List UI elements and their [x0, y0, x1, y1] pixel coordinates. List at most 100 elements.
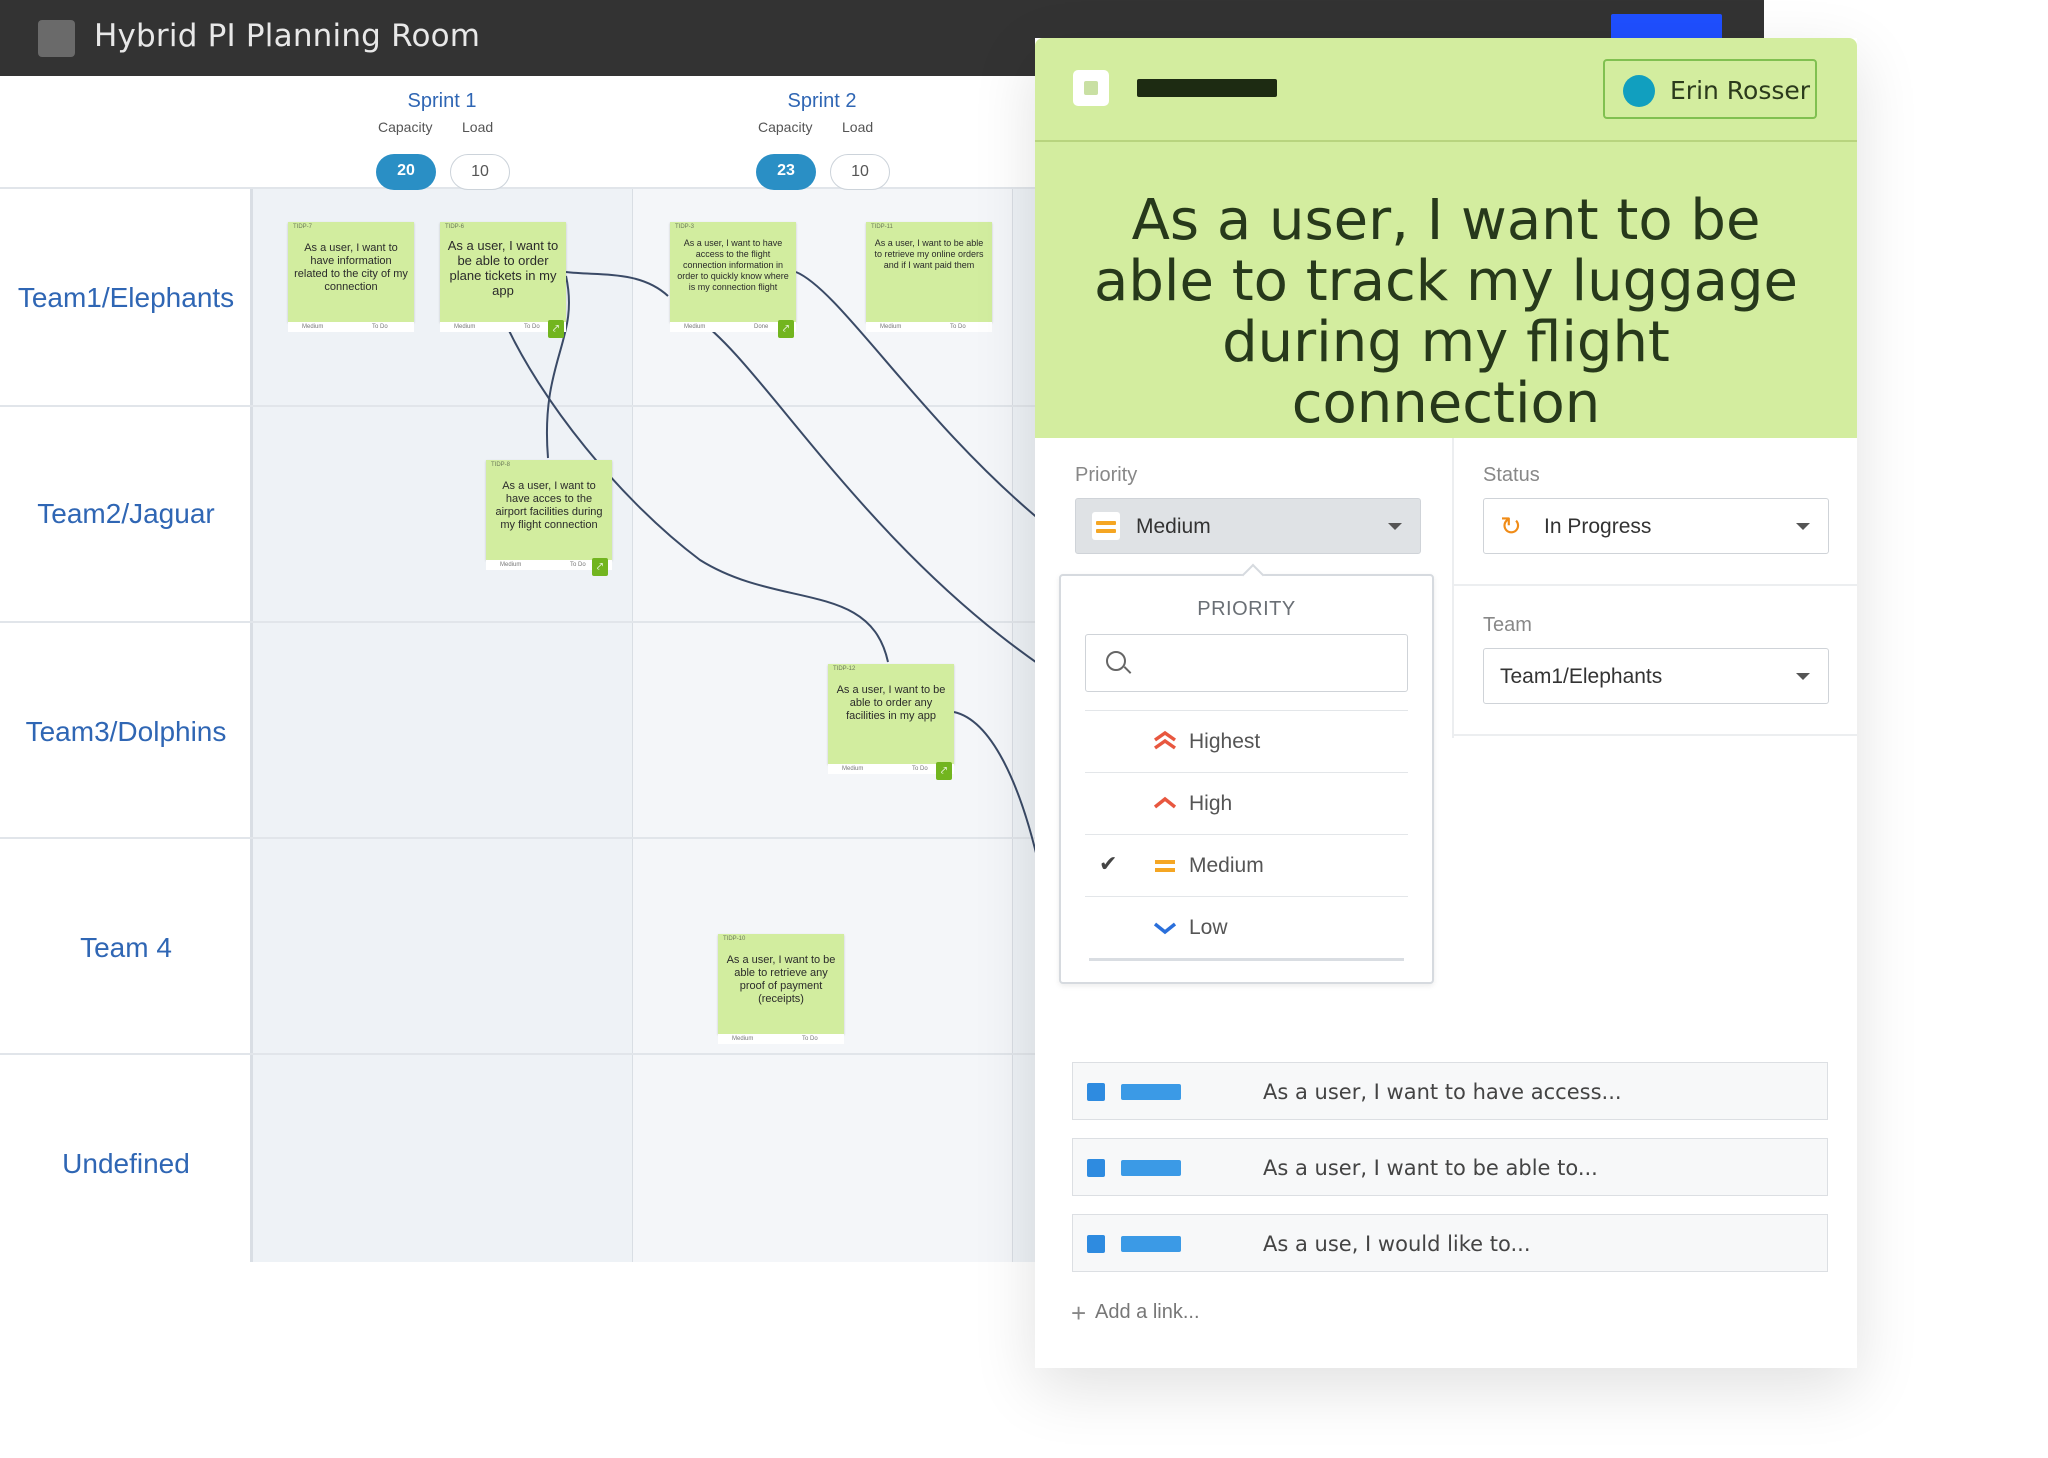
team-label: Team — [1483, 614, 1532, 636]
assignee-name: Erin Rosser — [1670, 76, 1811, 105]
chevron-down-icon — [1796, 673, 1810, 680]
team-select[interactable]: Team1/Elephants — [1483, 648, 1829, 704]
story-card[interactable]: TIDP-7 As a user, I want to have informa… — [288, 222, 414, 332]
add-link-label: Add a link... — [1095, 1301, 1200, 1323]
team-label[interactable]: Team2/Jaguar — [37, 498, 215, 529]
dropdown-scrollbar[interactable] — [1089, 958, 1404, 961]
load-pill: 10 — [830, 154, 890, 190]
card-text: As a user, I want to be able to retrieve… — [726, 954, 836, 1005]
dependency-line — [795, 271, 1041, 521]
team-label[interactable]: Team3/Dolphins — [25, 716, 227, 747]
linked-issue-row[interactable]: As a use, I would like to... — [1072, 1214, 1828, 1272]
capacity-pill[interactable]: 20 — [376, 154, 436, 190]
card-text: As a user, I want to be able to retrieve… — [874, 238, 984, 270]
link-icon[interactable]: ⤤ — [778, 320, 794, 338]
dependency-lines — [503, 271, 1041, 871]
chevron-down-icon — [1388, 523, 1402, 530]
panel-header: Erin Rosser As a user, I want to be able… — [1035, 38, 1857, 438]
search-icon — [1106, 651, 1126, 671]
card-text: As a user, I want to be able to order pl… — [447, 238, 559, 298]
row-divider — [0, 405, 1764, 407]
team-label[interactable]: Undefined — [62, 1148, 190, 1179]
story-card[interactable]: TIDP-3 As a user, I want to have access … — [670, 222, 796, 332]
story-card[interactable]: TIDP-8 As a user, I want to have acces t… — [486, 460, 612, 570]
row-divider — [0, 621, 1764, 623]
issue-key-bar — [1121, 1084, 1181, 1100]
option-label: Low — [1189, 916, 1228, 939]
story-card[interactable]: TIDP-10 As a user, I want to be able to … — [718, 934, 844, 1044]
field-divider — [1452, 584, 1857, 586]
status-select[interactable]: ↻ In Progress — [1483, 498, 1829, 554]
card-text: As a user, I want to have information re… — [294, 242, 408, 293]
card-status: To Do — [570, 562, 586, 568]
card-footer: Medium To Do — [440, 322, 566, 332]
card-priority: Medium — [880, 324, 902, 330]
linked-issue-row[interactable]: As a user, I want to have access... — [1072, 1062, 1828, 1120]
card-id: TIDP-8 — [491, 462, 511, 468]
card-status: To Do — [950, 324, 966, 330]
priority-option-medium[interactable]: ✔ Medium — [1085, 834, 1408, 896]
linked-issue-summary: As a user, I want to have access... — [1263, 1080, 1622, 1104]
linked-issue-summary: As a use, I would like to... — [1263, 1232, 1531, 1256]
capacity-label: Capacity — [758, 119, 813, 135]
card-status: To Do — [524, 324, 540, 330]
priority-search-input[interactable] — [1085, 634, 1408, 692]
priority-value: Medium — [1136, 515, 1211, 538]
dropdown-pointer — [1241, 563, 1265, 587]
option-label: Highest — [1189, 730, 1261, 753]
team-label[interactable]: Team 4 — [80, 932, 172, 963]
sprint-name[interactable]: Sprint 1 — [407, 90, 477, 112]
link-icon[interactable]: ⤤ — [548, 320, 564, 338]
field-divider — [1452, 438, 1454, 738]
story-title[interactable]: As a user, I want to be able to track my… — [1094, 188, 1798, 436]
card-text: As a user, I want to be able to order an… — [836, 684, 946, 722]
avatar — [1623, 75, 1655, 107]
equals-icon — [1155, 860, 1175, 872]
dependency-line — [953, 711, 1041, 871]
in-progress-icon: ↻ — [1500, 511, 1522, 541]
select-checkbox[interactable] — [1073, 70, 1109, 106]
priority-option-high[interactable]: High — [1085, 772, 1408, 834]
linked-issue-row[interactable]: As a user, I want to be able to... — [1072, 1138, 1828, 1196]
option-label: Medium — [1189, 854, 1264, 877]
story-card[interactable]: TIDP-6 As a user, I want to be able to o… — [440, 222, 566, 332]
card-status: Done — [754, 324, 769, 330]
card-priority: Medium — [500, 562, 522, 568]
link-icon[interactable]: ⤤ — [936, 762, 952, 780]
card-footer: Medium To Do — [486, 560, 612, 570]
card-id: TIDP-3 — [675, 224, 695, 230]
team-label[interactable]: Team1/Elephants — [17, 282, 235, 313]
priority-option-highest[interactable]: Highest — [1085, 710, 1408, 772]
dropdown-title: PRIORITY — [1197, 598, 1296, 620]
card-text: As a user, I want to have access to the … — [677, 238, 789, 292]
priority-dropdown: PRIORITY Highest High ✔ Medium — [1059, 563, 1434, 984]
card-id: TIDP-7 — [293, 224, 313, 230]
sprint-header: Sprint 2 Capacity Load 23 10 — [632, 90, 1012, 190]
dependency-line — [546, 275, 570, 459]
chevron-up-icon — [1153, 796, 1177, 809]
story-card[interactable]: TIDP-11 As a user, I want to be able to … — [866, 222, 992, 332]
card-footer: Medium To Do — [866, 322, 992, 332]
card-priority: Medium — [454, 324, 476, 330]
card-status: To Do — [912, 766, 928, 772]
issue-type-icon — [1087, 1083, 1105, 1101]
card-id: TIDP-6 — [445, 224, 465, 230]
priority-select[interactable]: Medium — [1075, 498, 1421, 554]
capacity-pill[interactable]: 23 — [756, 154, 816, 190]
add-link-button[interactable]: + Add a link... — [1071, 1298, 1200, 1328]
story-card[interactable]: TIDP-12 As a user, I want to be able to … — [828, 664, 954, 774]
status-value: In Progress — [1544, 515, 1652, 538]
issue-key-bar — [1121, 1236, 1181, 1252]
dependency-line — [565, 271, 669, 297]
load-label: Load — [462, 119, 494, 135]
chevron-down-icon — [1796, 523, 1810, 530]
sprint-name[interactable]: Sprint 2 — [787, 90, 857, 112]
priority-option-low[interactable]: Low — [1085, 896, 1408, 958]
field-divider — [1452, 734, 1857, 736]
link-icon[interactable]: ⤤ — [592, 558, 608, 576]
card-text: As a user, I want to have acces to the a… — [495, 480, 603, 531]
issue-key-bar — [1137, 79, 1277, 97]
assignee-button[interactable]: Erin Rosser — [1603, 59, 1817, 119]
